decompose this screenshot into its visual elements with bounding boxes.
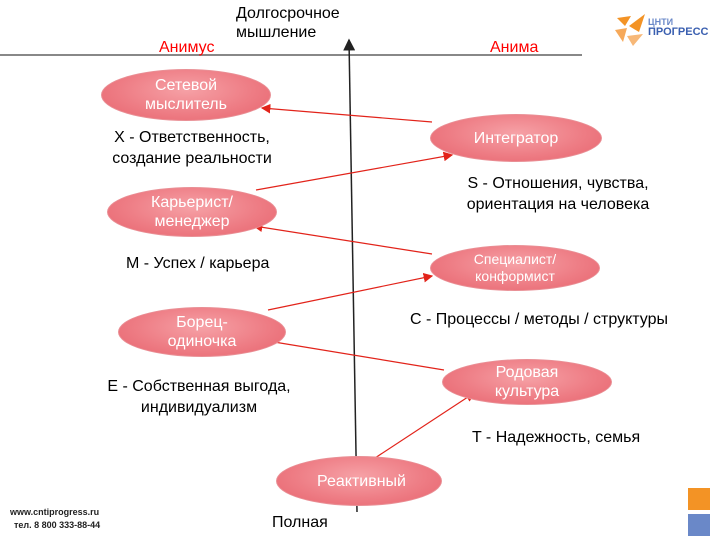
node-careerist: Карьерист/ менеджер <box>107 187 277 237</box>
node-reactive-label: Реактивный <box>317 472 406 490</box>
node-network-thinker-label: Сетевой мыслитель <box>145 77 227 113</box>
logo-text: ЦНТИ ПРОГРЕСС <box>648 17 709 38</box>
arrow-careerist-to-integrator <box>255 151 454 191</box>
footer-contacts: www.cntiprogress.ru тел. 8 800 333-88-44 <box>10 506 100 532</box>
deco-square-orange <box>688 488 710 510</box>
desc-m: M - Успех / карьера <box>126 255 270 272</box>
desc-e: E - Собственная выгода, индивидуализм <box>107 378 291 416</box>
footer-phone: тел. 8 800 333-88-44 <box>14 520 101 530</box>
desc-t: T - Надежность, семья <box>472 429 641 446</box>
arrow-clan-to-loner <box>260 336 445 371</box>
arrow-reactive-to-clan <box>374 392 476 459</box>
node-clan-culture-label: Родовая культура <box>494 364 560 400</box>
arrow-specialist-to-careerist <box>252 222 433 255</box>
node-integrator-label: Интегратор <box>473 129 559 147</box>
arrow-loner-to-specialist <box>267 273 434 311</box>
desc-c: C - Процессы / методы / структуры <box>410 311 668 328</box>
axis-bottom-label: Полная <box>272 514 328 531</box>
vertical-axis <box>343 38 358 513</box>
deco-square-blue <box>688 514 710 536</box>
logo-line1: ЦНТИ <box>648 17 674 27</box>
node-specialist-label: Специалист/ конформист <box>473 251 557 284</box>
desc-s: S - Отношения, чувства, ориентация на че… <box>466 175 650 213</box>
footer-url[interactable]: www.cntiprogress.ru <box>10 507 100 517</box>
node-loner-label: Борец-одиночка <box>167 314 237 350</box>
axis-top-label: Долгосрочное мышление <box>236 5 340 41</box>
node-loner: Борец-одиночка <box>118 307 286 357</box>
pole-anima: Анима <box>490 39 539 56</box>
node-clan-culture: Родовая культура <box>442 359 612 405</box>
node-reactive: Реактивный <box>276 456 442 506</box>
node-integrator: Интегратор <box>430 114 602 162</box>
desc-x: X - Ответственность, создание реальности <box>112 129 272 167</box>
node-network-thinker: Сетевой мыслитель <box>101 69 271 121</box>
logo-icon <box>615 14 645 46</box>
node-careerist-label: Карьерист/ менеджер <box>151 194 233 230</box>
arrow-integrator-to-network <box>260 103 433 123</box>
pole-animus: Анимус <box>159 39 215 56</box>
logo-line2: ПРОГРЕСС <box>648 26 709 38</box>
node-specialist: Специалист/ конформист <box>430 245 600 291</box>
